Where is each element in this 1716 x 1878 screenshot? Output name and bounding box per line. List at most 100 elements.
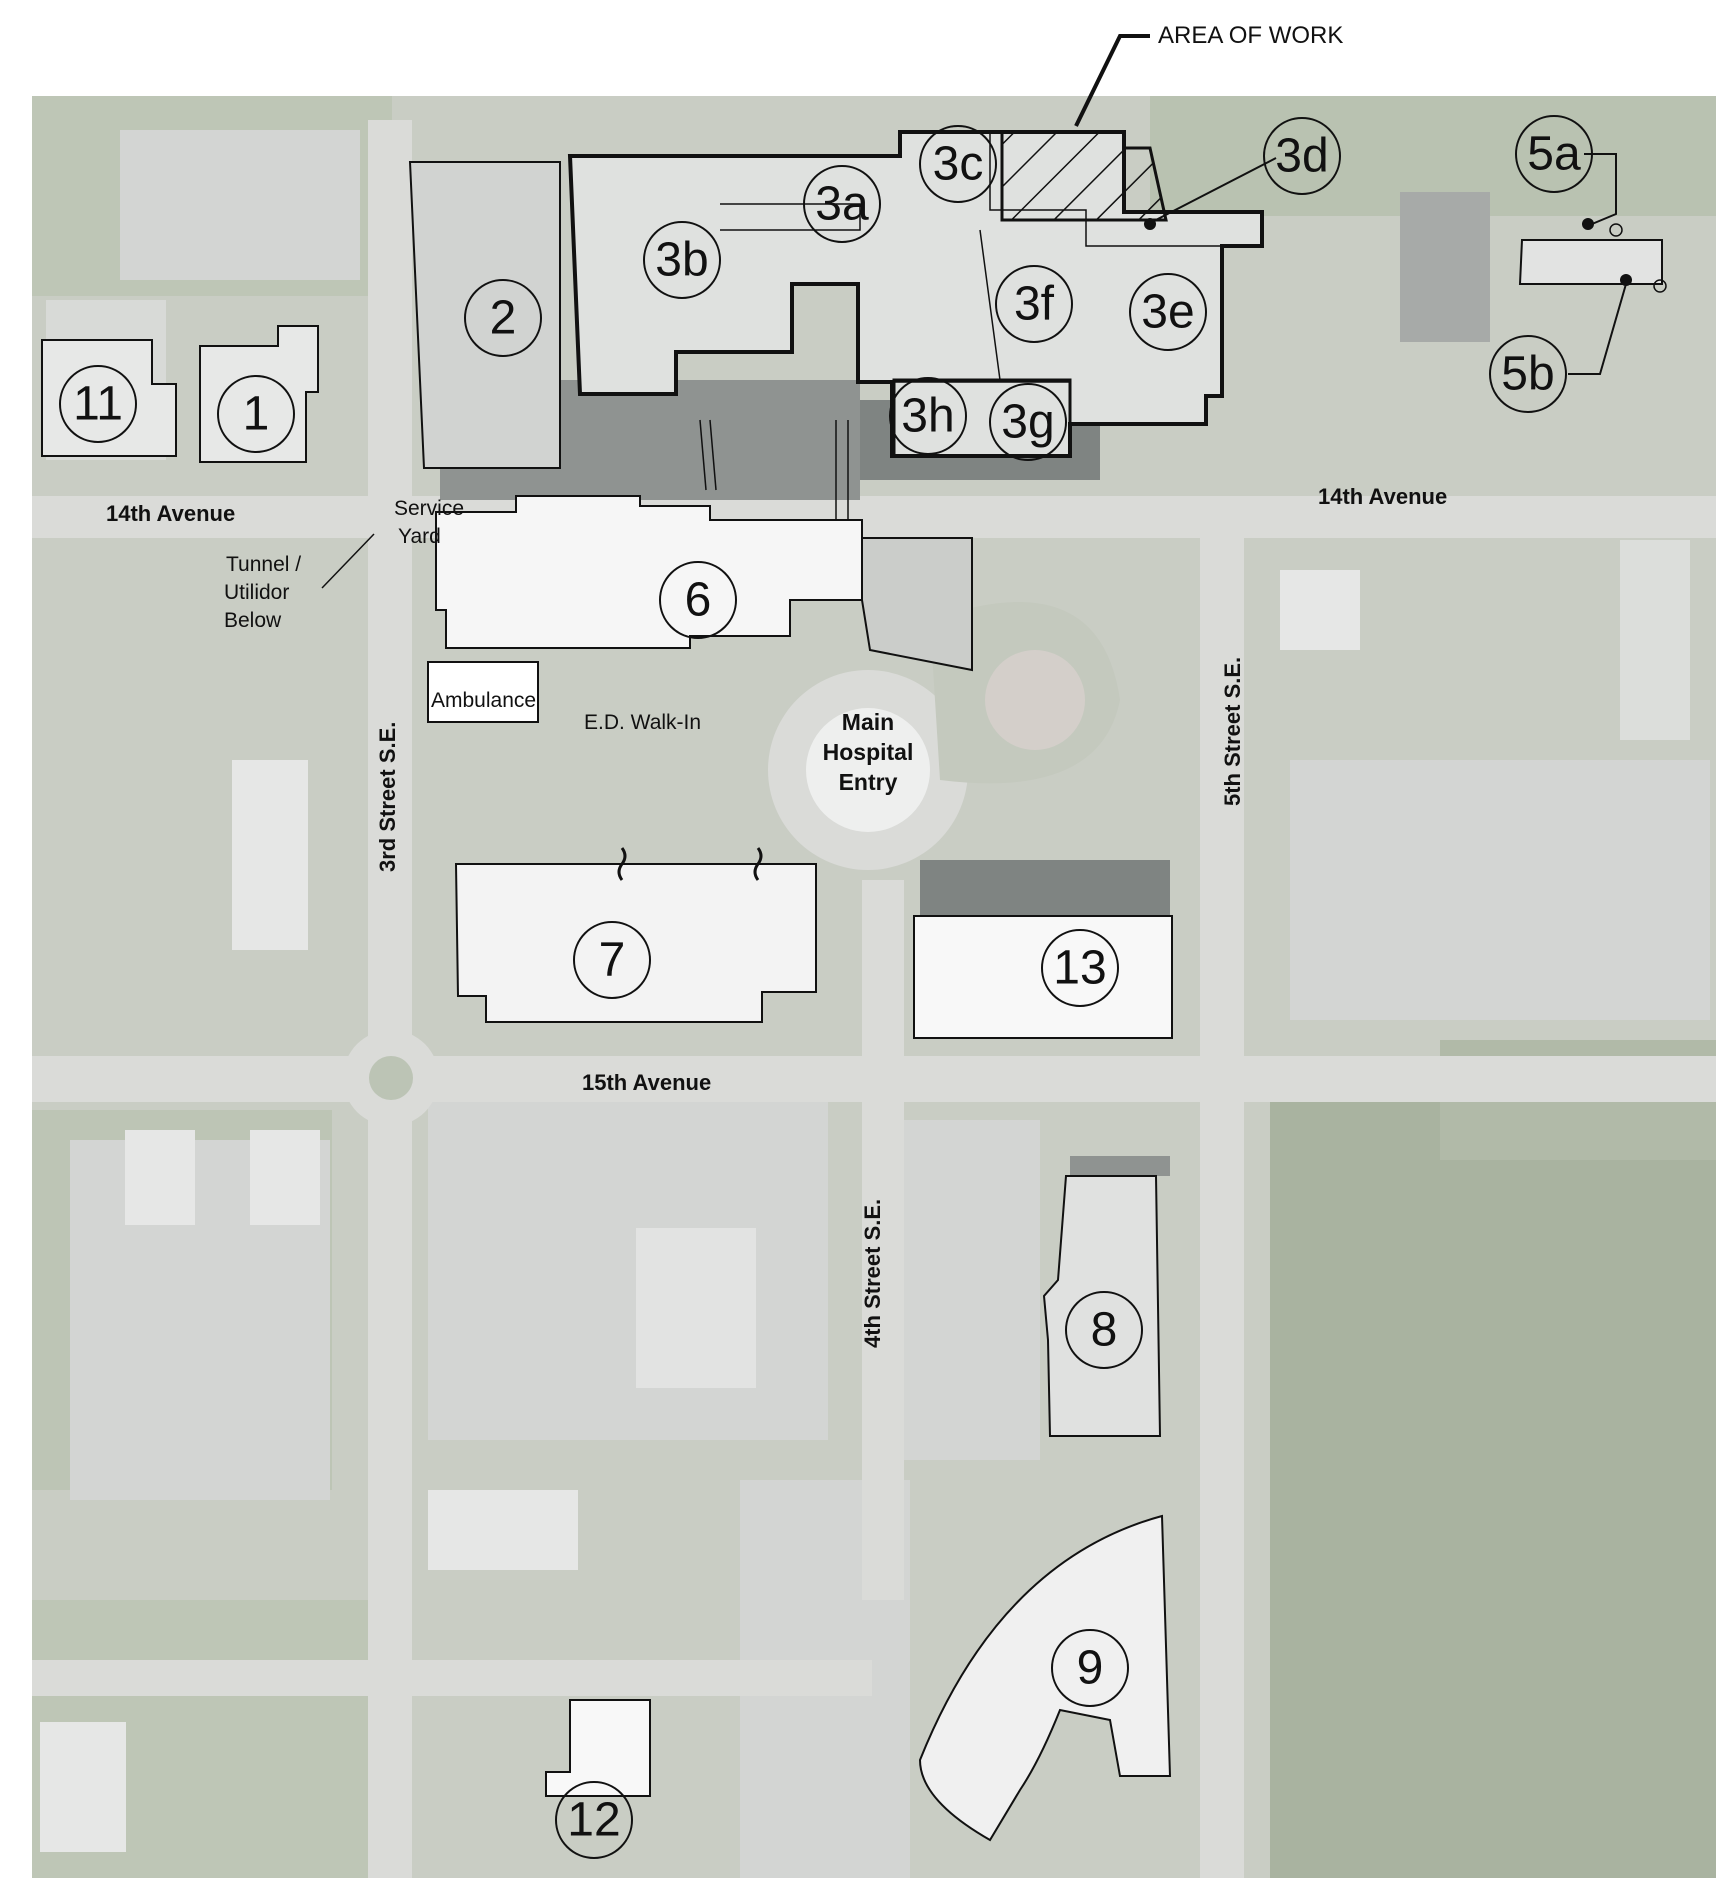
label-ambulance: Ambulance — [431, 689, 536, 712]
label-hospital: Hospital — [823, 739, 914, 765]
bubble-3a-label: 3a — [815, 178, 869, 231]
bubble-3c-label: 3c — [933, 138, 984, 191]
label-yard: Yard — [398, 525, 441, 548]
bubble-3g[interactable]: 3g — [989, 383, 1067, 461]
street-label-3rd: 3rd Street S.E. — [375, 722, 400, 872]
bubble-3f[interactable]: 3f — [995, 265, 1073, 343]
aerial-photo-background — [32, 96, 1716, 1878]
building-outlines — [41, 130, 1663, 1842]
building-shadow-13 — [920, 860, 1170, 916]
street-label-14th-east: 14th Avenue — [1318, 484, 1447, 509]
bubble-3b[interactable]: 3b — [643, 221, 721, 299]
bubble-3d[interactable]: 3d — [1263, 117, 1341, 195]
bubble-3e-label: 3e — [1141, 286, 1194, 339]
bubble-13-label: 13 — [1053, 942, 1106, 995]
bubble-12[interactable]: 12 — [555, 1781, 633, 1859]
bubble-6[interactable]: 6 — [659, 561, 737, 639]
feature-labels: Service Yard Tunnel / Utilidor Below Amb… — [224, 497, 913, 795]
building-5-outline — [1518, 239, 1663, 285]
bubble-3e[interactable]: 3e — [1129, 273, 1207, 351]
building-3-division-1 — [720, 203, 861, 231]
road-4th-street — [862, 880, 904, 1600]
bubble-8[interactable]: 8 — [1065, 1291, 1143, 1369]
label-tunnel: Tunnel / — [226, 553, 301, 576]
bubble-3h-label: 3h — [901, 390, 954, 443]
leader-5b-dot — [1620, 274, 1632, 286]
bubble-9[interactable]: 9 — [1051, 1629, 1129, 1707]
label-below: Below — [224, 609, 282, 632]
building-3h-outline — [892, 378, 1072, 458]
label-main: Main — [842, 709, 894, 735]
building-8-outline — [1042, 1175, 1162, 1437]
tree-mass-southeast — [1270, 1080, 1716, 1878]
street-label-14th-west: 14th Avenue — [106, 501, 235, 526]
street-label-5th: 5th Street S.E. — [1220, 657, 1245, 806]
area-of-work-hatch — [1000, 130, 1168, 222]
roof-w-2 — [125, 1130, 195, 1225]
street-labels: 14th Avenue 14th Avenue 15th Avenue 3rd … — [106, 484, 1447, 1348]
marker-small-circle-2 — [1653, 279, 1667, 293]
bubble-3g-label: 3g — [1001, 396, 1054, 449]
bubble-3h[interactable]: 3h — [889, 377, 967, 455]
bubble-11[interactable]: 11 — [59, 365, 137, 443]
bubble-3c[interactable]: 3c — [919, 125, 997, 203]
street-label-15th: 15th Avenue — [582, 1070, 711, 1095]
roof-s-2 — [428, 1490, 578, 1570]
building-1-outline — [199, 325, 319, 463]
bubble-5b-label: 5b — [1501, 348, 1554, 401]
roof-s-1 — [636, 1228, 756, 1388]
break-mark-2 — [753, 847, 763, 881]
bubble-5a[interactable]: 5a — [1515, 115, 1593, 193]
bubble-3d-label: 3d — [1275, 130, 1328, 183]
road-south-connector — [32, 1660, 872, 1696]
building-6-plaza-outline — [861, 537, 973, 672]
area-of-work-label: AREA OF WORK — [1158, 22, 1343, 49]
building-number-bubbles: 11 1 2 3a 3b 3c 3d 3e 3f 3g 3h 5a 5b 6 7… — [59, 115, 1593, 1859]
road-5th-street — [1200, 496, 1244, 1878]
area-of-work-leader — [1074, 34, 1150, 127]
tunnel-line-1 — [699, 419, 707, 491]
bubble-13[interactable]: 13 — [1041, 929, 1119, 1007]
bubble-3f-label: 3f — [1014, 278, 1055, 331]
roof-w-3 — [250, 1130, 320, 1225]
bubble-3a[interactable]: 3a — [803, 165, 881, 243]
plaza-circle — [985, 650, 1085, 750]
parking-lot-northwest — [120, 130, 360, 280]
traffic-circle-island — [369, 1056, 413, 1100]
bubble-2-label: 2 — [490, 292, 517, 345]
bubble-1-label: 1 — [243, 388, 270, 441]
parking-lot-4th — [900, 1120, 1040, 1460]
tunnel-line-2 — [709, 419, 717, 491]
bubble-8-label: 8 — [1091, 1304, 1118, 1357]
parking-lot-east — [1290, 760, 1710, 1020]
bubble-5b[interactable]: 5b — [1489, 335, 1567, 413]
building-shadow-8 — [1070, 1156, 1170, 1176]
bubble-1[interactable]: 1 — [217, 375, 295, 453]
roof-e-2 — [1620, 540, 1690, 740]
road-14th-avenue — [32, 496, 1716, 538]
leader-5a — [1584, 153, 1617, 225]
ambulance-box — [427, 661, 539, 723]
bubble-3b-label: 3b — [655, 234, 708, 287]
marker-small-circle-1 — [1609, 223, 1623, 237]
leader-tunnel — [321, 533, 375, 589]
building-12-outline — [545, 1699, 651, 1797]
building-9-outline — [918, 1514, 1172, 1842]
street-label-4th: 4th Street S.E. — [860, 1199, 885, 1348]
building-7-outline — [454, 863, 817, 1023]
bubble-12-label: 12 — [567, 1794, 620, 1847]
bubble-6-label: 6 — [685, 574, 712, 627]
roof-w-1 — [232, 760, 308, 950]
label-utilidor: Utilidor — [224, 581, 289, 604]
roof-sw-1 — [40, 1722, 126, 1852]
building-11-outline — [41, 339, 177, 457]
parking-lot-south — [428, 1080, 828, 1440]
label-entry: Entry — [839, 769, 898, 795]
leader-3d-dot — [1144, 218, 1156, 230]
bubble-5a-label: 5a — [1527, 128, 1581, 181]
bubble-2[interactable]: 2 — [464, 279, 542, 357]
leader-5b — [1568, 283, 1627, 375]
bubble-7[interactable]: 7 — [573, 921, 651, 999]
leader-lines — [321, 34, 1667, 589]
